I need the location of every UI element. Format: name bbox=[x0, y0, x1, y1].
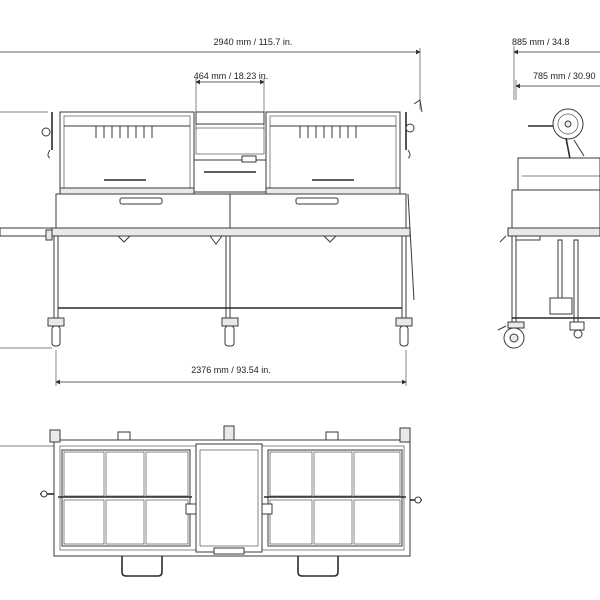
top-view-cranks bbox=[40, 490, 422, 515]
center-section bbox=[193, 111, 267, 193]
front-view: 2940 mm / 115.7 in. 464 mm / 18.23 in. bbox=[0, 36, 423, 386]
side-view: 885 mm / 34.8 785 mm / 30.90 bbox=[497, 37, 600, 349]
side-chamber bbox=[499, 157, 600, 243]
right-grill-chamber bbox=[265, 111, 401, 195]
wheelbase-dimension: 2376 mm / 93.54 in. bbox=[55, 350, 407, 386]
inner-depth-label: 785 mm / 30.90 bbox=[533, 71, 596, 81]
firebox-drawers bbox=[51, 193, 411, 245]
top-view bbox=[0, 425, 422, 577]
overall-depth-label: 885 mm / 34.8 bbox=[512, 37, 570, 47]
left-grill-chamber bbox=[59, 111, 195, 195]
front-view-wheels bbox=[47, 317, 413, 347]
right-crank-handle bbox=[405, 99, 423, 159]
center-grate bbox=[195, 443, 263, 555]
overall-depth-dimension: 885 mm / 34.8 bbox=[512, 37, 600, 100]
left-grate bbox=[58, 449, 192, 547]
wheelbase-label: 2376 mm / 93.54 in. bbox=[191, 365, 271, 375]
center-width-label: 464 mm / 18.23 in. bbox=[194, 71, 269, 81]
right-grate bbox=[264, 449, 406, 547]
cart-handles bbox=[121, 556, 339, 577]
overall-length-label: 2940 mm / 115.7 in. bbox=[214, 37, 293, 47]
side-view-casters bbox=[497, 321, 585, 349]
side-shelf bbox=[0, 227, 53, 241]
inner-depth-dimension: 785 mm / 30.90 bbox=[515, 71, 600, 100]
left-crank-handle bbox=[41, 112, 53, 159]
side-frame bbox=[511, 235, 600, 325]
